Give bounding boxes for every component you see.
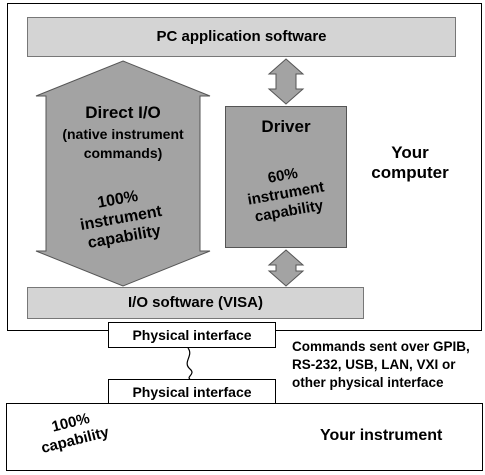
cable-connector bbox=[186, 347, 193, 380]
physical-interface-bottom bbox=[108, 379, 276, 405]
direct-io-subtitle-1: (native instrument bbox=[62, 126, 184, 142]
visa-label: I/O software (VISA) bbox=[127, 294, 264, 311]
driver-title: Driver bbox=[261, 117, 311, 136]
driver-top-arrow bbox=[267, 58, 305, 105]
your-computer-label-1: Your bbox=[391, 143, 429, 162]
commands-note-3: other physical interface bbox=[292, 375, 444, 390]
driver-bottom-arrow bbox=[267, 249, 305, 287]
your-computer-label-2: computer bbox=[371, 163, 449, 182]
direct-io-title: Direct I/O bbox=[85, 103, 161, 122]
driver-box bbox=[225, 106, 347, 248]
direct-io-subtitle-2: commands) bbox=[83, 145, 163, 161]
visa-bar bbox=[27, 287, 364, 319]
physical-interface-top bbox=[108, 322, 276, 348]
commands-note-1: Commands sent over GPIB, bbox=[292, 339, 470, 354]
direct-io-arrow bbox=[35, 60, 211, 287]
physical-interface-bottom-label: Physical interface bbox=[132, 384, 252, 400]
pc-application-bar bbox=[27, 17, 456, 57]
commands-note-2: RS-232, USB, LAN, VXI or bbox=[292, 357, 456, 372]
your-instrument-label: Your instrument bbox=[320, 427, 443, 444]
physical-interface-top-label: Physical interface bbox=[132, 327, 252, 343]
pc-application-label: PC application software bbox=[156, 28, 327, 45]
instrument-frame bbox=[6, 403, 483, 471]
